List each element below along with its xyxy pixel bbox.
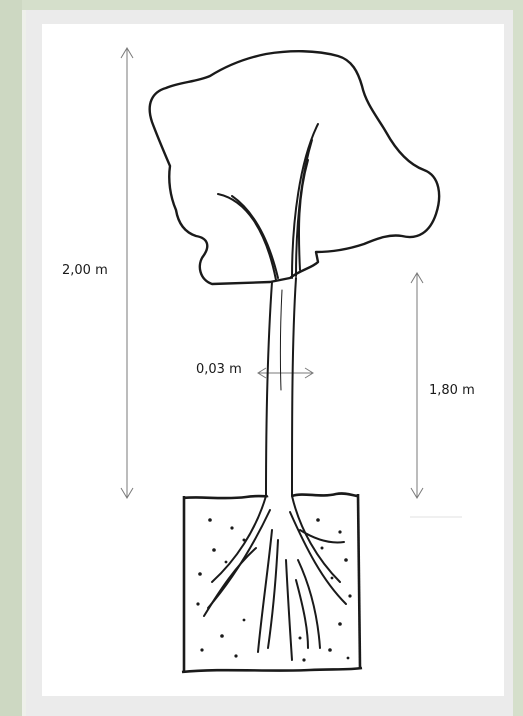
trunk-height-dimension	[411, 273, 423, 498]
tree-branches	[218, 124, 318, 280]
tree-crown	[150, 51, 439, 284]
trunk-diameter-label: 0,03 m	[196, 362, 242, 377]
trunk-height-label: 1,80 m	[429, 383, 475, 398]
tree-trunk	[266, 278, 296, 496]
trunk-diameter-dimension	[258, 368, 313, 378]
total-height-dimension	[121, 48, 133, 498]
tree-roots	[204, 496, 346, 660]
total-height-label: 2,00 m	[62, 263, 108, 278]
